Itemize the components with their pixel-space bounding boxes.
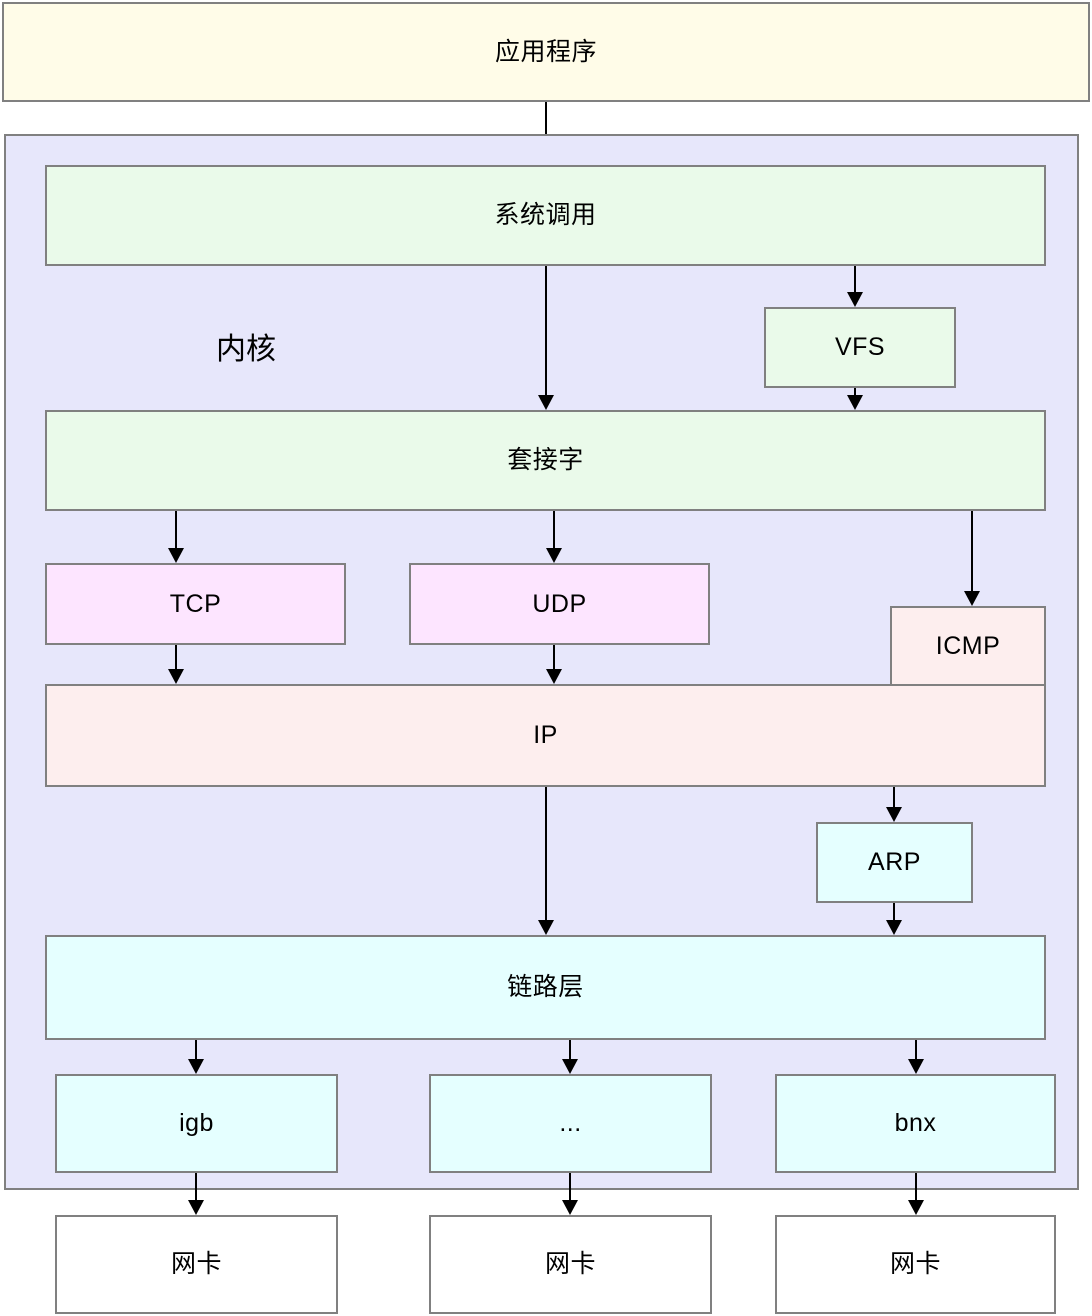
- arrow-ip-to-link: [538, 787, 554, 935]
- arrow-link-to-igb: [188, 1040, 204, 1074]
- arrow-socket-to-tcp: [168, 511, 184, 563]
- driver-box-generic: ...: [429, 1074, 712, 1173]
- syscall-box: 系统调用: [45, 165, 1046, 266]
- arp-label: ARP: [868, 848, 921, 876]
- arrow-socket-to-udp: [546, 511, 562, 563]
- driver-box-bnx: bnx: [775, 1074, 1056, 1173]
- arrow-syscall-to-socket: [538, 266, 554, 410]
- icmp-label: ICMP: [935, 631, 1001, 660]
- arp-box: ARP: [816, 822, 973, 903]
- vfs-label: VFS: [834, 333, 886, 361]
- arrow-bnx-to-nic: [908, 1173, 924, 1215]
- udp-label: UDP: [532, 589, 587, 618]
- socket-label: 套接字: [507, 446, 584, 474]
- socket-box: 套接字: [45, 410, 1046, 511]
- nic-label-3: 网卡: [889, 1250, 941, 1278]
- nic-label-2: 网卡: [544, 1250, 596, 1278]
- arrow-vfs-to-socket: [847, 388, 863, 410]
- vfs-box: VFS: [764, 307, 956, 388]
- link-layer-box: 链路层: [45, 935, 1046, 1040]
- arrow-tcp-to-ip: [168, 645, 184, 684]
- arrow-socket-to-icmp: [964, 511, 980, 606]
- driver-label-bnx: bnx: [894, 1109, 937, 1137]
- ip-label: IP: [533, 721, 558, 749]
- ip-box: IP: [45, 684, 1046, 787]
- arrow-link-to-generic-driver: [562, 1040, 578, 1074]
- nic-box-3: 网卡: [775, 1215, 1056, 1314]
- application-label: 应用程序: [494, 37, 597, 66]
- tcp-label: TCP: [169, 589, 222, 618]
- arrow-link-to-bnx: [908, 1040, 924, 1074]
- nic-box-2: 网卡: [429, 1215, 712, 1314]
- nic-label-1: 网卡: [170, 1250, 222, 1278]
- udp-box: UDP: [409, 563, 710, 645]
- link-layer-label: 链路层: [507, 973, 584, 1001]
- arrow-ip-to-arp: [886, 787, 902, 822]
- arrow-udp-to-ip: [546, 645, 562, 684]
- arrow-igb-to-nic: [188, 1173, 204, 1215]
- driver-label-generic: ...: [559, 1109, 582, 1137]
- driver-box-igb: igb: [55, 1074, 338, 1173]
- syscall-label: 系统调用: [494, 201, 597, 229]
- arrow-generic-driver-to-nic: [562, 1173, 578, 1215]
- application-box: 应用程序: [2, 2, 1090, 102]
- arrow-arp-to-link: [886, 903, 902, 935]
- icmp-box: ICMP: [890, 606, 1046, 686]
- tcp-box: TCP: [45, 563, 346, 645]
- nic-box-1: 网卡: [55, 1215, 338, 1314]
- kernel-label: 内核: [216, 333, 276, 366]
- driver-label-igb: igb: [179, 1109, 214, 1137]
- arrow-syscall-to-vfs: [847, 266, 863, 307]
